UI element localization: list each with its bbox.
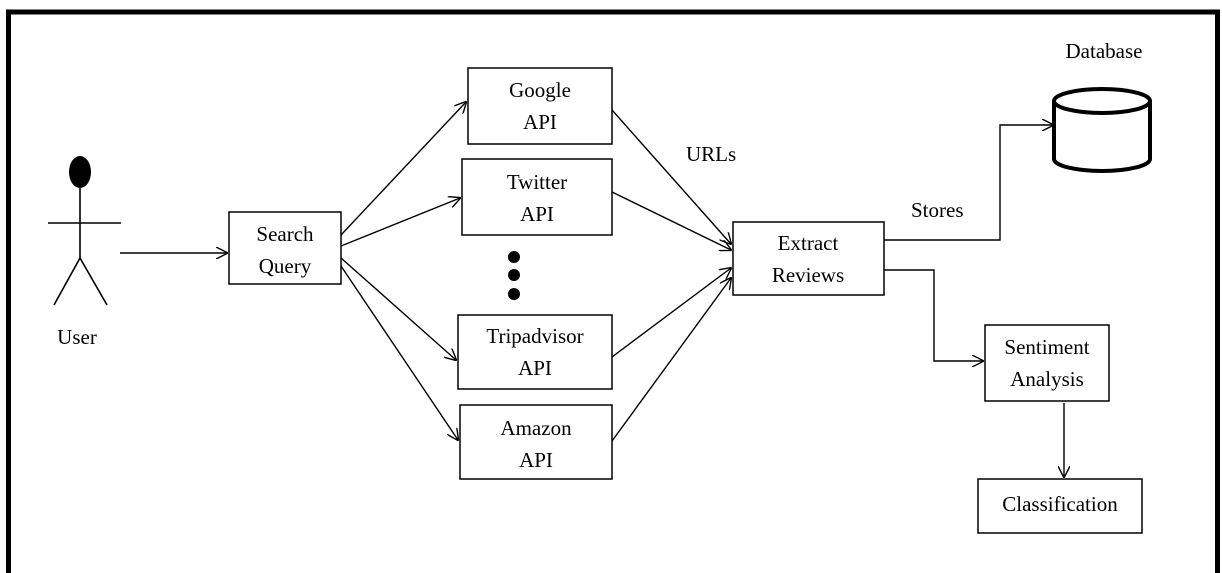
edge-twitter-to-extract [611, 191, 731, 250]
more-apis-ellipsis-icon [508, 251, 520, 300]
twitter-api-line-1: Twitter [507, 170, 567, 194]
sentiment-analysis-line-2: Analysis [1010, 367, 1084, 391]
search-query-node: Search Query [228, 211, 342, 285]
classification-node: Classification [977, 478, 1143, 534]
edge-search-to-google [340, 102, 466, 236]
edges [120, 102, 1064, 477]
amazon-api-node: Amazon API [459, 404, 613, 480]
amazon-api-line-2: API [519, 448, 553, 472]
extract-reviews-line-2: Reviews [772, 263, 844, 287]
sentiment-analysis-line-1: Sentiment [1004, 335, 1089, 359]
edge-extract-to-database [884, 125, 1053, 241]
search-query-line-2: Query [259, 254, 312, 278]
stores-edge-label: Stores [911, 198, 964, 222]
twitter-api-line-2: API [520, 202, 554, 226]
tripadvisor-api-line-2: API [518, 356, 552, 380]
database-label: Database [1066, 39, 1143, 63]
edge-google-to-extract [611, 109, 731, 244]
outer-border [6, 9, 1220, 573]
google-api-node: Google API [467, 67, 613, 145]
edge-amazon-to-extract [611, 278, 731, 442]
edge-extract-to-sentiment [884, 269, 983, 361]
amazon-api-line-1: Amazon [500, 416, 572, 440]
google-api-line-2: API [523, 110, 557, 134]
tripadvisor-api-line-1: Tripadvisor [486, 324, 583, 348]
user-label: User [57, 325, 97, 349]
extract-reviews-node: Extract Reviews [732, 221, 885, 296]
twitter-api-node: Twitter API [461, 158, 613, 236]
google-api-line-1: Google [509, 78, 571, 102]
classification-label: Classification [1002, 492, 1118, 516]
sentiment-analysis-node: Sentiment Analysis [984, 324, 1110, 402]
edge-search-to-tripadvisor [340, 257, 456, 360]
edge-search-to-amazon [340, 265, 458, 440]
urls-edge-label: URLs [686, 142, 736, 166]
extract-reviews-line-1: Extract [778, 231, 839, 255]
edge-tripadvisor-to-extract [611, 268, 731, 358]
edge-search-to-twitter [340, 198, 460, 247]
search-query-line-1: Search [256, 222, 314, 246]
tripadvisor-api-node: Tripadvisor API [457, 314, 613, 390]
database-icon [1052, 87, 1152, 173]
user-actor-icon [48, 156, 121, 306]
